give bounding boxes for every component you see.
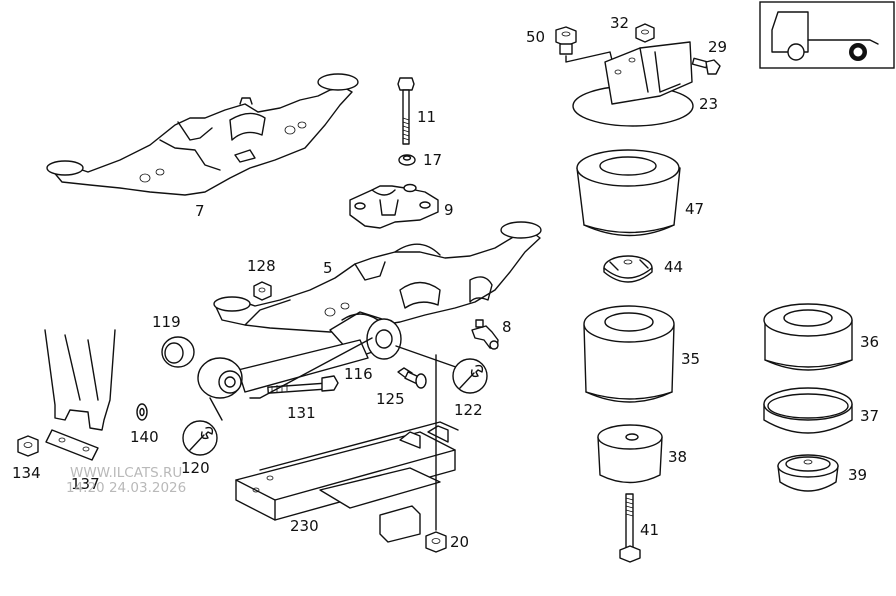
- part-label-44[interactable]: 44: [664, 258, 684, 276]
- part-134-nut[interactable]: [17, 435, 39, 457]
- part-label-120[interactable]: 120: [181, 459, 210, 477]
- part-label-134[interactable]: 134: [12, 464, 41, 482]
- part-control-arm[interactable]: [197, 339, 369, 421]
- part-label-137[interactable]: 137: [71, 475, 100, 493]
- part-5-crossmember[interactable]: [213, 221, 542, 333]
- part-label-119[interactable]: 119: [152, 313, 181, 331]
- part-125-bolt[interactable]: [397, 367, 427, 389]
- part-44-cap[interactable]: [603, 255, 653, 283]
- part-36-spring-body[interactable]: [763, 303, 853, 371]
- part-label-47[interactable]: 47: [685, 200, 705, 218]
- part-label-9[interactable]: 9: [444, 201, 454, 219]
- part-label-8[interactable]: 8: [502, 318, 512, 336]
- part-label-140[interactable]: 140: [130, 428, 159, 446]
- part-37-ring[interactable]: [763, 387, 853, 434]
- part-label-131[interactable]: 131: [287, 404, 316, 422]
- part-50-bolt[interactable]: [555, 26, 621, 63]
- wrench-icon: [452, 358, 488, 394]
- part-label-29[interactable]: 29: [708, 38, 728, 56]
- part-label-7[interactable]: 7: [195, 202, 205, 220]
- part-8-fitting[interactable]: [471, 319, 499, 350]
- part-41-bolt[interactable]: [619, 493, 641, 563]
- part-35-rubber-spring[interactable]: [583, 305, 675, 403]
- part-137-plate[interactable]: [45, 429, 99, 461]
- part-23-spring-bracket[interactable]: [572, 41, 694, 127]
- part-label-41[interactable]: 41: [640, 521, 660, 539]
- part-label-38[interactable]: 38: [668, 448, 688, 466]
- part-label-125[interactable]: 125: [376, 390, 405, 408]
- part-47-bump-stop[interactable]: [576, 149, 681, 237]
- part-label-11[interactable]: 11: [417, 108, 437, 126]
- part-32-nut[interactable]: [635, 23, 655, 43]
- part-label-5[interactable]: 5: [323, 259, 333, 277]
- part-label-35[interactable]: 35: [681, 350, 701, 368]
- watermark-stamp: 14.20 24.03.2026: [66, 480, 187, 496]
- part-label-230[interactable]: 230: [290, 517, 319, 535]
- frame-bracket: [44, 329, 116, 431]
- part-131-bolt[interactable]: [267, 375, 339, 394]
- part-230-subframe[interactable]: [235, 354, 459, 543]
- part-label-50[interactable]: 50: [526, 28, 546, 46]
- part-17-washer[interactable]: [398, 154, 416, 166]
- part-label-36[interactable]: 36: [860, 333, 880, 351]
- part-label-17[interactable]: 17: [423, 151, 443, 169]
- part-128-nut[interactable]: [253, 281, 272, 301]
- watermark-site: WWW.ILCATS.RU: [70, 465, 183, 481]
- part-label-32[interactable]: 32: [610, 14, 630, 32]
- part-39-spacer[interactable]: [777, 454, 839, 492]
- truck-icon: [759, 1, 895, 69]
- part-label-128[interactable]: 128: [247, 257, 276, 275]
- part-7-crossmember[interactable]: [46, 73, 359, 196]
- part-11-bolt[interactable]: [397, 77, 415, 145]
- part-label-20[interactable]: 20: [450, 533, 470, 551]
- part-140-washer[interactable]: [136, 403, 148, 421]
- part-29-bolt[interactable]: [691, 57, 721, 75]
- part-label-37[interactable]: 37: [860, 407, 880, 425]
- part-38-rubber-block[interactable]: [597, 424, 663, 484]
- part-label-39[interactable]: 39: [848, 466, 868, 484]
- part-label-23[interactable]: 23: [699, 95, 719, 113]
- part-9-bracket[interactable]: [349, 183, 439, 229]
- part-116-bushing[interactable]: [329, 311, 402, 360]
- part-label-122[interactable]: 122: [454, 401, 483, 419]
- part-label-116[interactable]: 116: [344, 365, 373, 383]
- part-20-nut[interactable]: [425, 531, 447, 553]
- part-119-bushing[interactable]: [161, 336, 195, 368]
- wrench-icon: [182, 420, 218, 456]
